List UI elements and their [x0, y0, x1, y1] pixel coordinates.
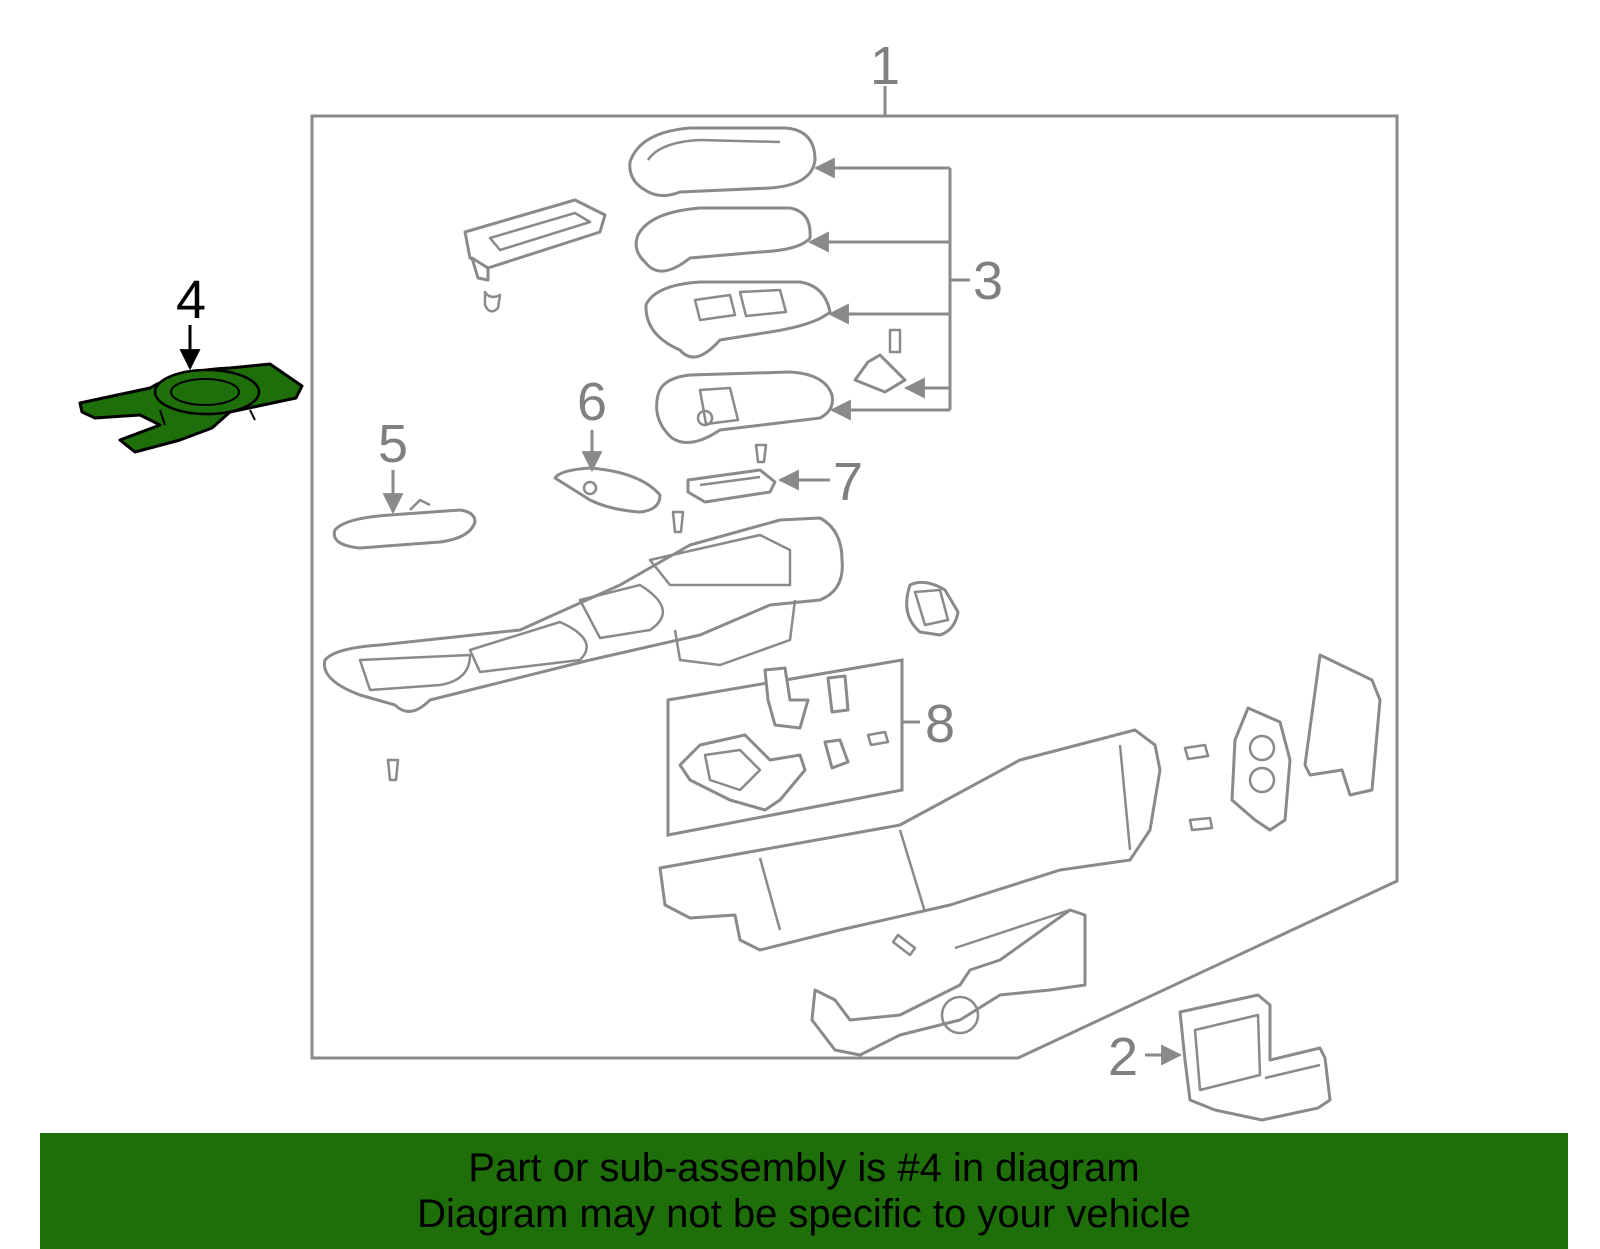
- part-5-panel: [332, 470, 477, 550]
- banner-line-part: Part or sub-assembly is #4 in diagram: [468, 1146, 1140, 1190]
- part-7-insert: [686, 468, 830, 504]
- callout-2[interactable]: 2: [1108, 1027, 1138, 1087]
- callout-6[interactable]: 6: [577, 372, 607, 432]
- part-2-bracket: [1145, 993, 1332, 1122]
- parts-diagram: 1 3 6 5: [78, 36, 1399, 1122]
- callout-8[interactable]: 8: [925, 694, 955, 754]
- callout-3-leaders: [807, 157, 970, 421]
- part-6-bezel: [553, 430, 662, 514]
- part-8-cupholder-group: [666, 658, 920, 837]
- callout-4[interactable]: 4: [176, 270, 206, 330]
- callout-7[interactable]: 7: [833, 452, 863, 512]
- storage-tray: [463, 198, 607, 313]
- callout-1[interactable]: 1: [870, 36, 900, 96]
- side-trim-panel: [810, 908, 1087, 1057]
- armrest-lid-stack: [628, 126, 907, 444]
- part-4-shift-boot-plate[interactable]: [78, 325, 304, 454]
- console-base: [658, 653, 1382, 952]
- assembly-frame: [310, 86, 1399, 1060]
- info-banner: Part or sub-assembly is #4 in diagram Di…: [40, 1133, 1568, 1249]
- console-body: [322, 516, 960, 713]
- callout-3[interactable]: 3: [973, 251, 1003, 311]
- callout-5[interactable]: 5: [378, 414, 408, 474]
- fasteners: [386, 443, 1214, 957]
- banner-line-disclaimer: Diagram may not be specific to your vehi…: [417, 1192, 1191, 1236]
